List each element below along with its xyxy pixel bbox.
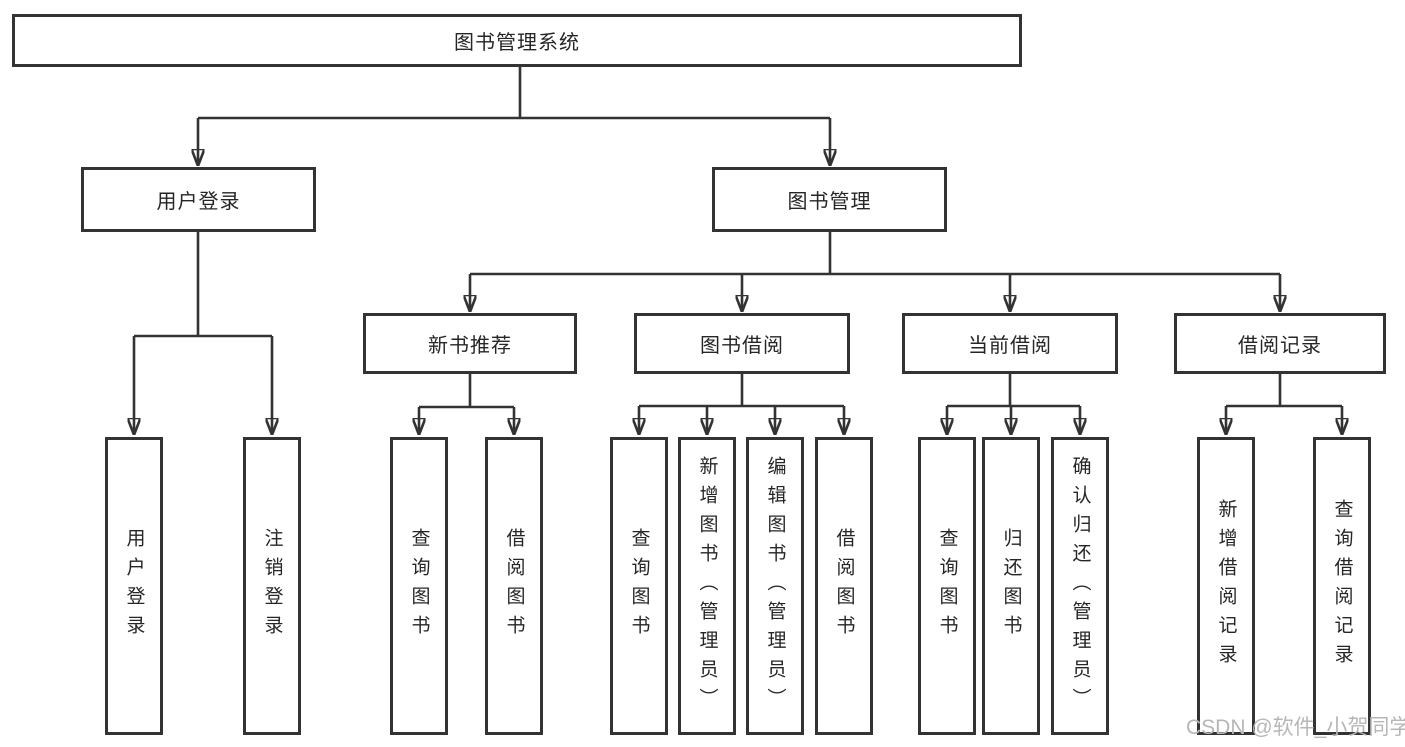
connector-borrow-records-children [1226,374,1342,434]
leaf-query-books-1-label: 查询图书 [408,528,430,644]
leaf-borrow-books-1-label: 借阅图书 [503,528,525,644]
leaf-user-login: 用户登录 [105,437,163,735]
connector-current-borrow-children [947,374,1080,434]
node-borrow-records-label: 借阅记录 [1238,335,1322,357]
node-root-label: 图书管理系统 [454,32,580,54]
leaf-query-books-3: 查询图书 [918,437,976,735]
node-root-library-system: 图书管理系统 [12,14,1022,67]
node-book-management: 图书管理 [712,167,947,232]
connector-book-borrow-children [639,374,844,434]
leaf-add-borrow-record: 新增借阅记录 [1197,437,1255,735]
node-book-borrowing: 图书借阅 [634,313,850,374]
connector-user-login-children [134,232,272,434]
connector-new-book-rec-children [419,374,514,434]
leaf-edit-books-admin: 编辑图书（管理员） [746,437,804,735]
leaf-query-books-2-label: 查询图书 [628,528,650,644]
leaf-borrow-books-2-label: 借阅图书 [833,528,855,644]
node-book-management-label: 图书管理 [787,191,872,213]
leaf-return-books-label: 归还图书 [1000,528,1022,644]
node-user-login-label: 用户登录 [156,191,241,213]
node-current-borrowing-label: 当前借阅 [968,335,1052,357]
node-new-book-recommend-label: 新书推荐 [428,335,512,357]
leaf-user-login-label: 用户登录 [123,528,145,644]
leaf-logout: 注销登录 [243,437,301,735]
leaf-query-books-1: 查询图书 [390,437,448,735]
leaf-query-borrow-record-label: 查询借阅记录 [1331,499,1353,673]
node-book-borrowing-label: 图书借阅 [700,335,784,357]
leaf-logout-label: 注销登录 [261,528,283,644]
node-borrow-records: 借阅记录 [1174,313,1386,374]
node-current-borrowing: 当前借阅 [902,313,1118,374]
leaf-borrow-books-1: 借阅图书 [485,437,543,735]
connector-root-to-level2 [198,67,830,165]
leaf-add-borrow-record-label: 新增借阅记录 [1215,499,1237,673]
leaf-query-books-3-label: 查询图书 [936,528,958,644]
node-user-login: 用户登录 [81,167,316,232]
leaf-query-borrow-record: 查询借阅记录 [1313,437,1371,735]
csdn-watermark: CSDN @软件_小贺同学 [1186,716,1405,739]
leaf-borrow-books-2: 借阅图书 [815,437,873,735]
connector-book-mgmt-to-level3 [470,232,1280,311]
leaf-return-books: 归还图书 [982,437,1040,735]
leaf-edit-books-admin-label: 编辑图书（管理员） [764,455,786,717]
leaf-confirm-return-admin-label: 确认归还（管理员） [1069,455,1091,717]
leaf-query-books-2: 查询图书 [610,437,668,735]
node-new-book-recommend: 新书推荐 [363,313,577,374]
leaf-confirm-return-admin: 确认归还（管理员） [1051,437,1109,735]
leaf-add-books-admin-label: 新增图书（管理员） [696,455,718,717]
leaf-add-books-admin: 新增图书（管理员） [678,437,736,735]
